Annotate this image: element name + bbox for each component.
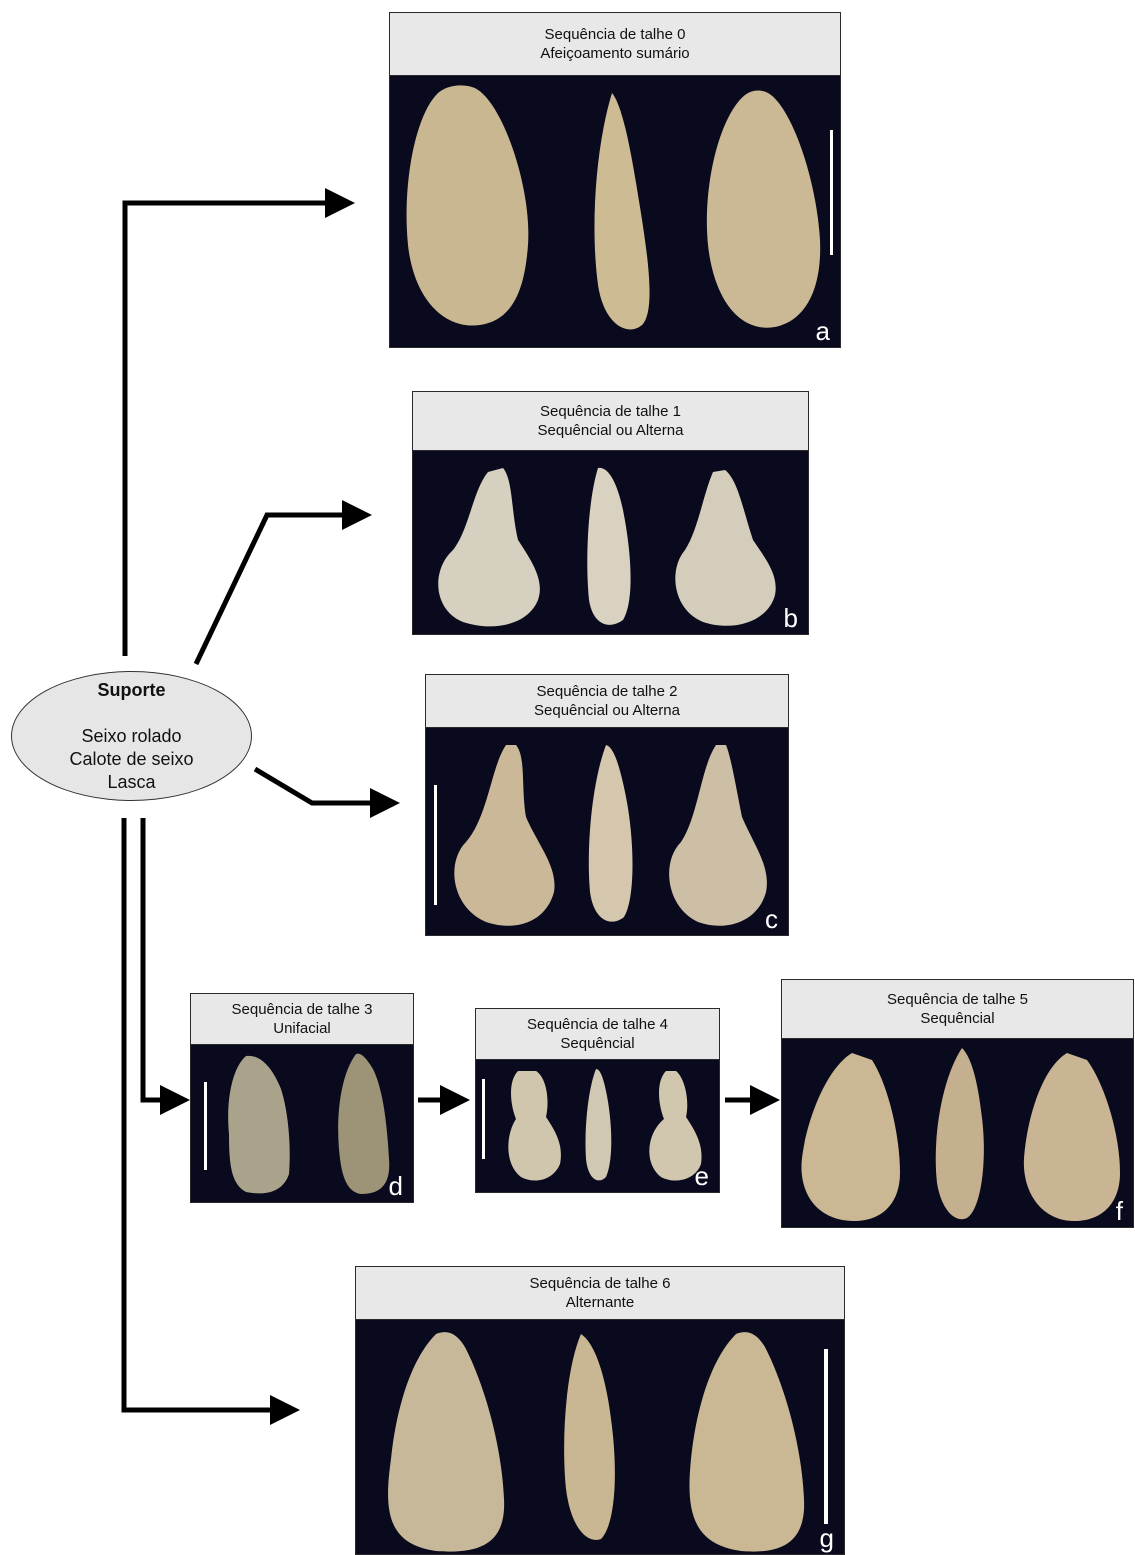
sequence-header: Sequência de talhe 5 Sequêncial (782, 980, 1133, 1039)
support-item: Seixo rolado (81, 725, 181, 748)
stone-tool-icon (388, 1332, 504, 1551)
stone-tool-icon (454, 745, 554, 926)
stone-tool-icon (585, 1069, 611, 1180)
stone-tool-icon (589, 745, 633, 922)
sequence-title: Sequência de talhe 2 (537, 682, 678, 701)
scale-bar-icon (482, 1079, 485, 1159)
sequence-subtitle: Alternante (566, 1293, 634, 1312)
artifact-photo (782, 1038, 1133, 1227)
support-title: Suporte (97, 679, 165, 702)
support-item: Lasca (107, 771, 155, 794)
sequence-title: Sequência de talhe 6 (530, 1274, 671, 1293)
stone-tool-icon (669, 745, 767, 926)
artifact-photo (413, 450, 808, 634)
stone-tool-icon (438, 468, 540, 626)
sequence-letter: e (695, 1162, 709, 1190)
arrow-to-seq0 (125, 203, 325, 656)
sequence-title: Sequência de talhe 4 (527, 1015, 668, 1034)
sequence-node-0: Sequência de talhe 0 Afeiçoamento sumári… (389, 12, 841, 348)
arrow-to-seq1 (196, 515, 342, 664)
scale-bar-icon (434, 785, 437, 905)
sequence-letter: f (1116, 1197, 1123, 1225)
sequence-letter: g (820, 1524, 834, 1552)
stone-tool-icon (228, 1056, 290, 1194)
stone-tool-icon (675, 470, 775, 626)
sequence-letter: c (765, 905, 778, 933)
sequence-letter: d (389, 1172, 403, 1200)
sequence-title: Sequência de talhe 1 (540, 402, 681, 421)
sequence-subtitle: Afeiçoamento sumário (540, 44, 689, 63)
stone-tool-icon (1024, 1053, 1120, 1221)
sequence-header: Sequência de talhe 2 Sequêncial ou Alter… (426, 675, 788, 728)
sequence-header: Sequência de talhe 3 Unifacial (191, 994, 413, 1045)
sequence-node-5: Sequência de talhe 5 Sequêncial f (781, 979, 1134, 1228)
stone-tool-icon (407, 85, 529, 325)
sequence-header: Sequência de talhe 1 Sequêncial ou Alter… (413, 392, 808, 451)
sequence-header: Sequência de talhe 4 Sequêncial (476, 1009, 719, 1060)
sequence-subtitle: Unifacial (273, 1019, 331, 1038)
stone-tool-icon (936, 1048, 984, 1219)
sequence-node-2: Sequência de talhe 2 Sequêncial ou Alter… (425, 674, 789, 936)
artifact-photo (356, 1319, 844, 1554)
stone-tool-icon (801, 1053, 900, 1221)
scale-bar-icon (204, 1082, 207, 1170)
support-item: Calote de seixo (69, 748, 193, 771)
sequence-title: Sequência de talhe 3 (232, 1000, 373, 1019)
artifact-photo (191, 1044, 413, 1202)
support-node: Suporte Seixo rolado Calote de seixo Las… (11, 671, 252, 801)
sequence-subtitle: Sequêncial ou Alterna (538, 421, 684, 440)
sequence-letter: b (784, 604, 798, 632)
stone-tool-icon (508, 1071, 561, 1181)
stone-tool-icon (564, 1334, 615, 1540)
sequence-node-4: Sequência de talhe 4 Sequêncial e (475, 1008, 720, 1193)
sequence-node-1: Sequência de talhe 1 Sequêncial ou Alter… (412, 391, 809, 635)
sequence-header: Sequência de talhe 0 Afeiçoamento sumári… (390, 13, 840, 76)
sequence-title: Sequência de talhe 0 (545, 25, 686, 44)
artifact-photo (426, 727, 788, 935)
scale-bar-icon (830, 130, 833, 255)
sequence-title: Sequência de talhe 5 (887, 990, 1028, 1009)
sequence-node-3: Sequência de talhe 3 Unifacial d (190, 993, 414, 1203)
sequence-subtitle: Sequêncial (920, 1009, 994, 1028)
stone-tool-icon (707, 91, 820, 328)
sequence-subtitle: Sequêncial (560, 1034, 634, 1053)
arrow-to-seq3 (143, 818, 160, 1100)
sequence-node-6: Sequência de talhe 6 Alternante g (355, 1266, 845, 1555)
sequence-letter: a (816, 317, 830, 345)
artifact-photo (390, 75, 840, 347)
arrow-to-seq2 (255, 769, 370, 803)
stone-tool-icon (594, 93, 649, 329)
scale-bar-icon (824, 1349, 828, 1524)
stone-tool-icon (338, 1054, 389, 1194)
sequence-header: Sequência de talhe 6 Alternante (356, 1267, 844, 1320)
stone-tool-icon (587, 468, 630, 625)
artifact-photo (476, 1059, 719, 1192)
sequence-subtitle: Sequêncial ou Alterna (534, 701, 680, 720)
stone-tool-icon (689, 1332, 804, 1551)
